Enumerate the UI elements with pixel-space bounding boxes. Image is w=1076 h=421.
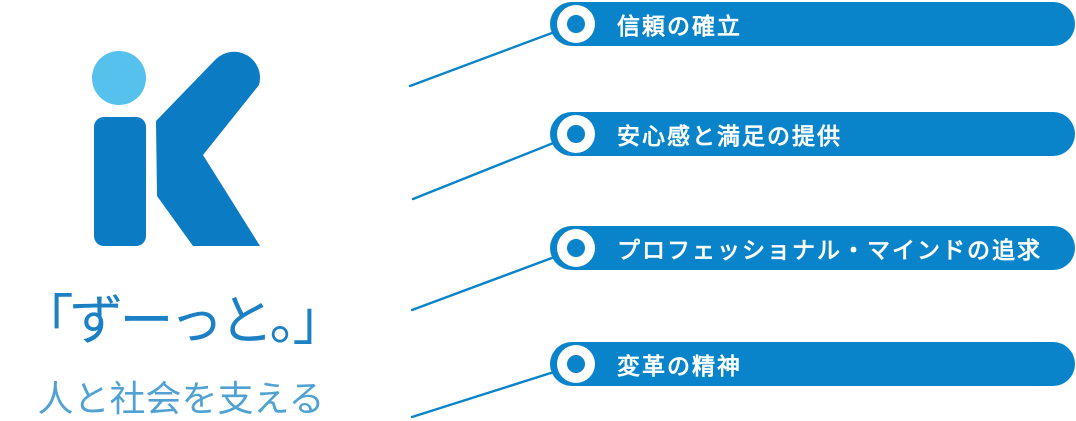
philosophy-item-3-label: プロフェッショナル・マインドの追求 (617, 238, 1042, 264)
philosophy-item-1: 信頼の確立 (550, 2, 1075, 46)
ring-icon-hole (567, 125, 585, 143)
philosophy-item-4: 変革の精神 (550, 342, 1075, 386)
ring-icon-hole (567, 15, 585, 33)
ring-icon-hole (567, 239, 585, 257)
ring-icon (557, 345, 595, 383)
philosophy-item-2: 安心感と満足の提供 (550, 112, 1075, 156)
ring-icon (557, 5, 595, 43)
ring-icon (557, 229, 595, 267)
logo-i-stem (94, 117, 146, 246)
logo-i-dot (92, 51, 146, 105)
connector-line-3 (410, 247, 578, 312)
ring-icon (557, 115, 595, 153)
philosophy-item-4-label: 変革の精神 (617, 354, 742, 380)
tagline-main: 「ずーっと。」 (19, 289, 347, 352)
philosophy-item-2-label: 安心感と満足の提供 (617, 124, 842, 150)
ring-icon-hole (567, 355, 585, 373)
tagline-sub: 人と社会を支える (37, 379, 325, 420)
company-logo-ik (92, 51, 261, 247)
philosophy-item-3: プロフェッショナル・マインドの追求 (550, 226, 1075, 270)
logo-panel: 「ずーっと。」 人と社会を支える (0, 48, 362, 421)
logo-k-letter (156, 51, 261, 247)
philosophy-item-1-label: 信頼の確立 (617, 14, 742, 40)
